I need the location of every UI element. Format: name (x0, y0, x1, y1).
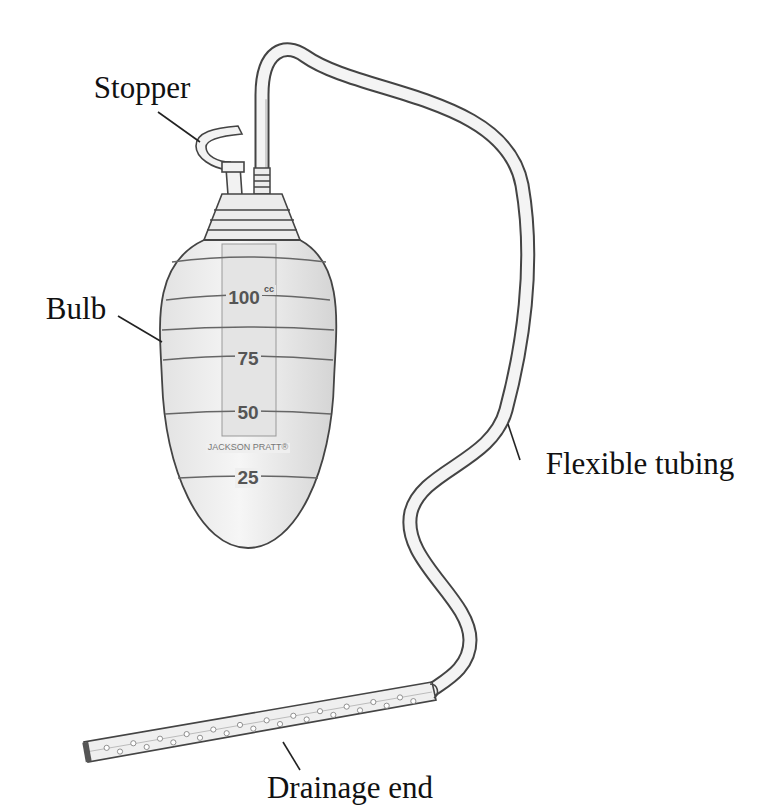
drain-hole (331, 712, 336, 717)
drain-hole (357, 708, 362, 713)
drain-hole (317, 709, 322, 714)
part-label: Flexible tubing (544, 447, 737, 481)
drain-hole (117, 749, 122, 754)
part-label: Bulb (44, 292, 108, 326)
part-label: Stopper (92, 71, 192, 105)
drain-hole (384, 703, 389, 708)
drain-hole (131, 741, 136, 746)
drain-hole (144, 744, 149, 749)
drain-hole (171, 740, 176, 745)
drain-hole (211, 727, 216, 732)
volume-mark: 100 (226, 288, 262, 309)
drain-hole (197, 735, 202, 740)
drain-hole (371, 699, 376, 704)
drain-hole (304, 717, 309, 722)
part-label: Drainage end (265, 771, 435, 805)
volume-mark: 75 (235, 349, 260, 370)
drain-hole (251, 726, 256, 731)
tube-connector (254, 168, 270, 194)
leader-lines (118, 112, 520, 770)
bulb-neck (204, 194, 300, 240)
drain-hole (184, 732, 189, 737)
drainage-end (82, 682, 437, 762)
drain-hole (411, 699, 416, 704)
volume-mark: 25 (235, 468, 260, 489)
drain-hole (237, 722, 242, 727)
drain-hole (397, 695, 402, 700)
drain-hole (104, 745, 109, 750)
volume-mark: 50 (235, 403, 260, 424)
brand-mark: JACKSON PRATT® (206, 443, 290, 453)
drain-hole (264, 718, 269, 723)
drain-hole (291, 713, 296, 718)
stopper (196, 126, 244, 195)
drain-hole (224, 731, 229, 736)
bulb (160, 240, 336, 548)
drain-hole (277, 721, 282, 726)
drain-hole (157, 736, 162, 741)
drain-hole (344, 704, 349, 709)
volume-unit: cc (262, 285, 276, 295)
